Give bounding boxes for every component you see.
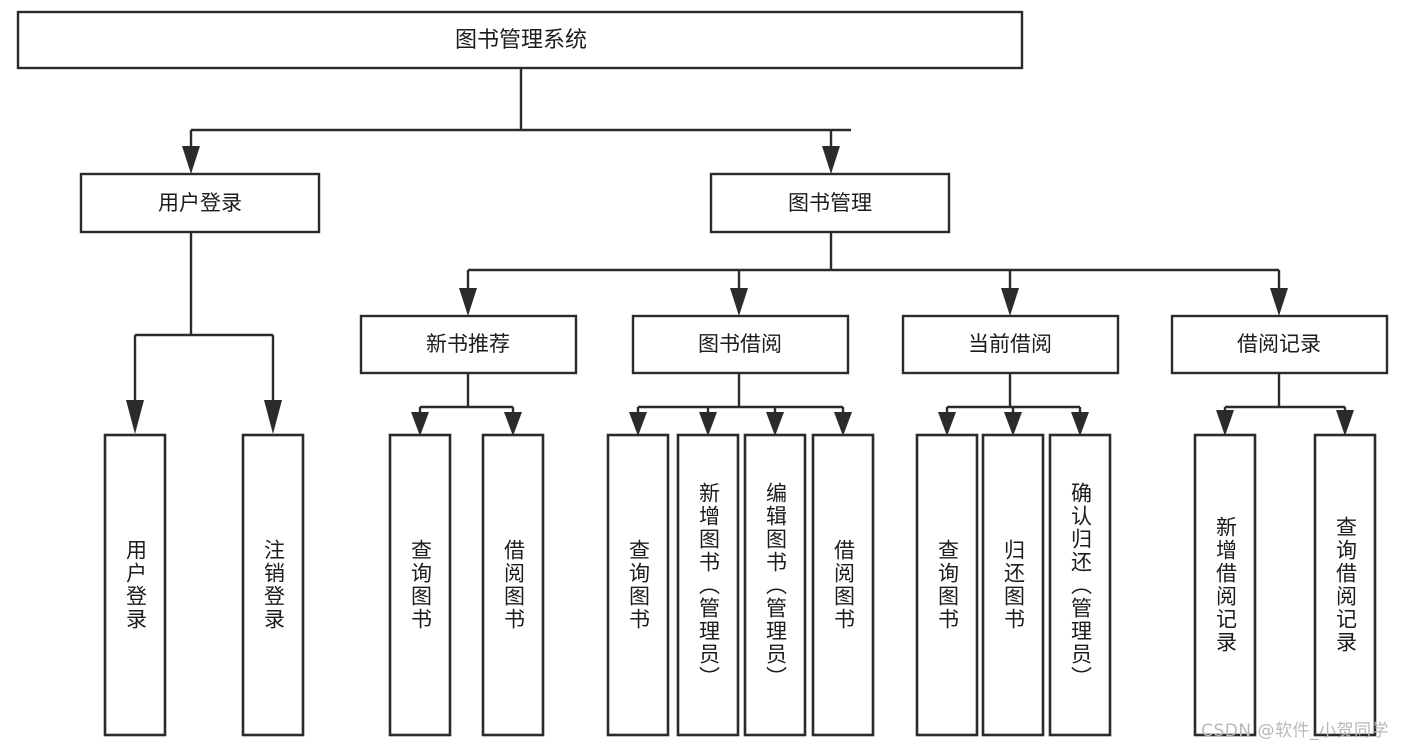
borrow-record-label: 借阅记录 <box>1237 332 1321 356</box>
node-current-borrow[interactable]: 当前借阅 <box>901 314 1120 375</box>
book-borrow-label: 图书借阅 <box>698 332 782 356</box>
leaf-query-record-text-wrap: 查询借阅记录 <box>1333 516 1358 654</box>
leaf-query-book-2[interactable]: 查询图书 <box>606 433 670 737</box>
leaf-user-logout[interactable]: 注销登录 <box>241 433 305 737</box>
arrow-to-leaf-user-login <box>126 400 144 434</box>
new-book-recommend-box[interactable] <box>359 314 578 375</box>
leaf-add-book[interactable]: 新增图书（管理员） <box>676 433 740 737</box>
leaf-add-book-box[interactable] <box>676 433 740 737</box>
root-box[interactable] <box>16 10 1024 70</box>
leaf-confirm-return-label: 确认归还（管理员） <box>1068 481 1093 689</box>
leaf-add-record-label: 新增借阅记录 <box>1213 516 1238 654</box>
leaf-return-book-text-wrap: 归还图书 <box>1001 539 1026 631</box>
arrow-to-leaf-borrow-book-2 <box>834 412 852 436</box>
leaf-borrow-book-1-box[interactable] <box>481 433 545 737</box>
arrow-to-leaf-query-book-2 <box>629 412 647 436</box>
leaf-return-book-label: 归还图书 <box>1001 539 1026 631</box>
arrow-to-leaf-add-record <box>1216 410 1234 436</box>
arrow-to-leaf-query-record <box>1336 410 1354 436</box>
root-label: 图书管理系统 <box>455 28 587 53</box>
leaf-edit-book-box[interactable] <box>743 433 807 737</box>
node-root[interactable]: 图书管理系统 <box>16 10 1024 70</box>
leaf-edit-book[interactable]: 编辑图书（管理员） <box>743 433 807 737</box>
leaf-confirm-return-text-wrap: 确认归还（管理员） <box>1068 481 1093 689</box>
leaf-user-logout-text-wrap: 注销登录 <box>261 539 286 631</box>
leaf-add-book-label: 新增图书（管理员） <box>696 481 721 689</box>
node-book-manage[interactable]: 图书管理 <box>709 172 951 234</box>
leaf-query-book-1-label: 查询图书 <box>408 539 433 631</box>
leaf-query-book-2-label: 查询图书 <box>626 539 651 631</box>
arrow-to-leaf-return-book <box>1004 412 1022 436</box>
leaf-query-book-3-box[interactable] <box>915 433 979 737</box>
leaf-user-logout-box[interactable] <box>241 433 305 737</box>
arrow-to-book-borrow <box>730 288 748 316</box>
arrow-to-leaf-borrow-book-1 <box>504 412 522 436</box>
leaf-return-book[interactable]: 归还图书 <box>981 433 1045 737</box>
leaf-user-login-text-wrap: 用户登录 <box>123 539 148 631</box>
leaf-edit-book-text-wrap: 编辑图书（管理员） <box>763 481 788 689</box>
node-user-login[interactable]: 用户登录 <box>79 172 321 234</box>
arrow-to-user-login <box>182 146 200 174</box>
arrow-to-leaf-user-logout <box>264 400 282 434</box>
connector-layer <box>126 68 1354 436</box>
node-new-book-recommend[interactable]: 新书推荐 <box>359 314 578 375</box>
leaf-confirm-return[interactable]: 确认归还（管理员） <box>1048 433 1112 737</box>
leaf-user-login[interactable]: 用户登录 <box>103 433 167 737</box>
leaf-query-book-2-box[interactable] <box>606 433 670 737</box>
leaf-return-book-box[interactable] <box>981 433 1045 737</box>
book-manage-box[interactable] <box>709 172 951 234</box>
user-login-label: 用户登录 <box>158 191 242 215</box>
arrow-to-book-manage <box>822 146 840 174</box>
leaf-borrow-book-1[interactable]: 借阅图书 <box>481 433 545 737</box>
leaf-borrow-book-2-text-wrap: 借阅图书 <box>831 539 856 631</box>
arrow-to-leaf-edit-book <box>766 412 784 436</box>
leaf-query-record[interactable]: 查询借阅记录 <box>1313 433 1377 737</box>
arrow-to-leaf-add-book <box>699 412 717 436</box>
leaf-borrow-book-2[interactable]: 借阅图书 <box>811 433 875 737</box>
leaf-user-login-box[interactable] <box>103 433 167 737</box>
leaf-query-book-3[interactable]: 查询图书 <box>915 433 979 737</box>
arrow-to-leaf-query-book-1 <box>411 412 429 436</box>
current-borrow-box[interactable] <box>901 314 1120 375</box>
leaf-add-record-box[interactable] <box>1193 433 1257 737</box>
arrow-to-new-book-recommend <box>459 288 477 316</box>
leaf-user-logout-label: 注销登录 <box>261 539 286 631</box>
leaf-add-record-text-wrap: 新增借阅记录 <box>1213 516 1238 654</box>
leaf-query-book-1[interactable]: 查询图书 <box>388 433 452 737</box>
leaf-query-record-box[interactable] <box>1313 433 1377 737</box>
leaf-add-book-text-wrap: 新增图书（管理员） <box>696 481 721 689</box>
leaf-query-book-1-box[interactable] <box>388 433 452 737</box>
leaf-borrow-book-2-box[interactable] <box>811 433 875 737</box>
leaf-query-book-3-text-wrap: 查询图书 <box>935 539 960 631</box>
arrow-to-leaf-query-book-3 <box>938 412 956 436</box>
node-borrow-record[interactable]: 借阅记录 <box>1170 314 1389 375</box>
user-login-box[interactable] <box>79 172 321 234</box>
leaf-borrow-book-2-label: 借阅图书 <box>831 539 856 631</box>
arrow-to-current-borrow <box>1001 288 1019 316</box>
book-borrow-box[interactable] <box>631 314 850 375</box>
node-book-borrow[interactable]: 图书借阅 <box>631 314 850 375</box>
leaf-edit-book-label: 编辑图书（管理员） <box>763 481 788 689</box>
leaf-query-book-1-text-wrap: 查询图书 <box>408 539 433 631</box>
leaf-query-book-3-label: 查询图书 <box>935 539 960 631</box>
leaf-borrow-book-1-label: 借阅图书 <box>501 539 526 631</box>
new-book-recommend-label: 新书推荐 <box>426 332 510 356</box>
leaf-user-login-label: 用户登录 <box>123 539 148 631</box>
arrow-to-borrow-record <box>1270 288 1288 316</box>
leaf-confirm-return-box[interactable] <box>1048 433 1112 737</box>
book-manage-label: 图书管理 <box>788 191 872 215</box>
borrow-record-box[interactable] <box>1170 314 1389 375</box>
arrow-to-leaf-confirm-return <box>1071 412 1089 436</box>
current-borrow-label: 当前借阅 <box>968 332 1052 356</box>
leaf-borrow-book-1-text-wrap: 借阅图书 <box>501 539 526 631</box>
leaf-add-record[interactable]: 新增借阅记录 <box>1193 433 1257 737</box>
leaf-query-record-label: 查询借阅记录 <box>1333 516 1358 654</box>
leaf-query-book-2-text-wrap: 查询图书 <box>626 539 651 631</box>
